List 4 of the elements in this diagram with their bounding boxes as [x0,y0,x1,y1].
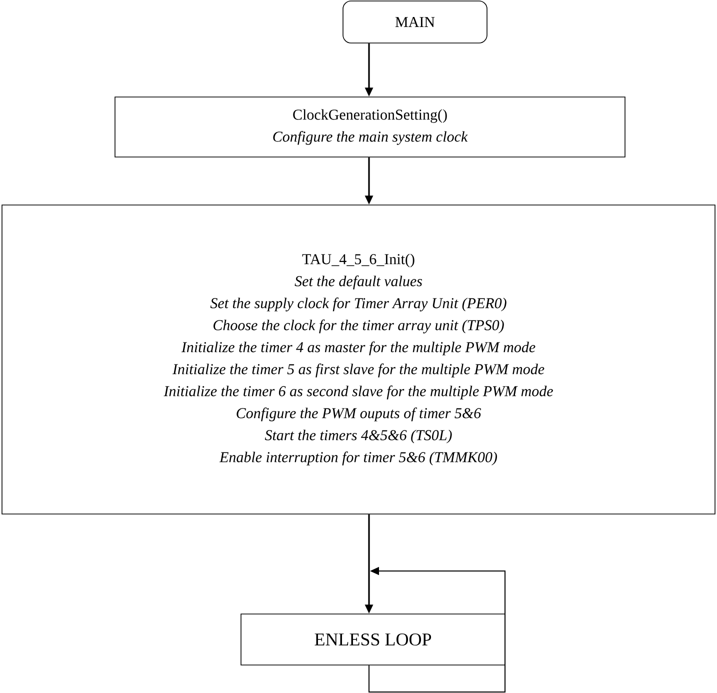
process-box: ENLESS LOOP [240,614,506,666]
process-box: ClockGenerationSetting() Configure the main system clock [114,96,626,158]
process-box: TAU_4_5_6_Init() Set the default values Set the supply clock for Timer Array Unit (PER0) Choose the clock for the timer array unit (TPS0) Initialize the timer 4 as master for the multiple PWM mode Initialize the timer 5 as first slave for the multiple PWM mode Initialize the timer 6 as second slave for the multiple PWM mode Configure the PWM ouputs of timer 5&6 Start the timers 4&5&6 (TS0L) Enable interruption for timer 5&6 (TMMK00) [2,204,716,514]
process-box: MAIN [342,0,488,44]
